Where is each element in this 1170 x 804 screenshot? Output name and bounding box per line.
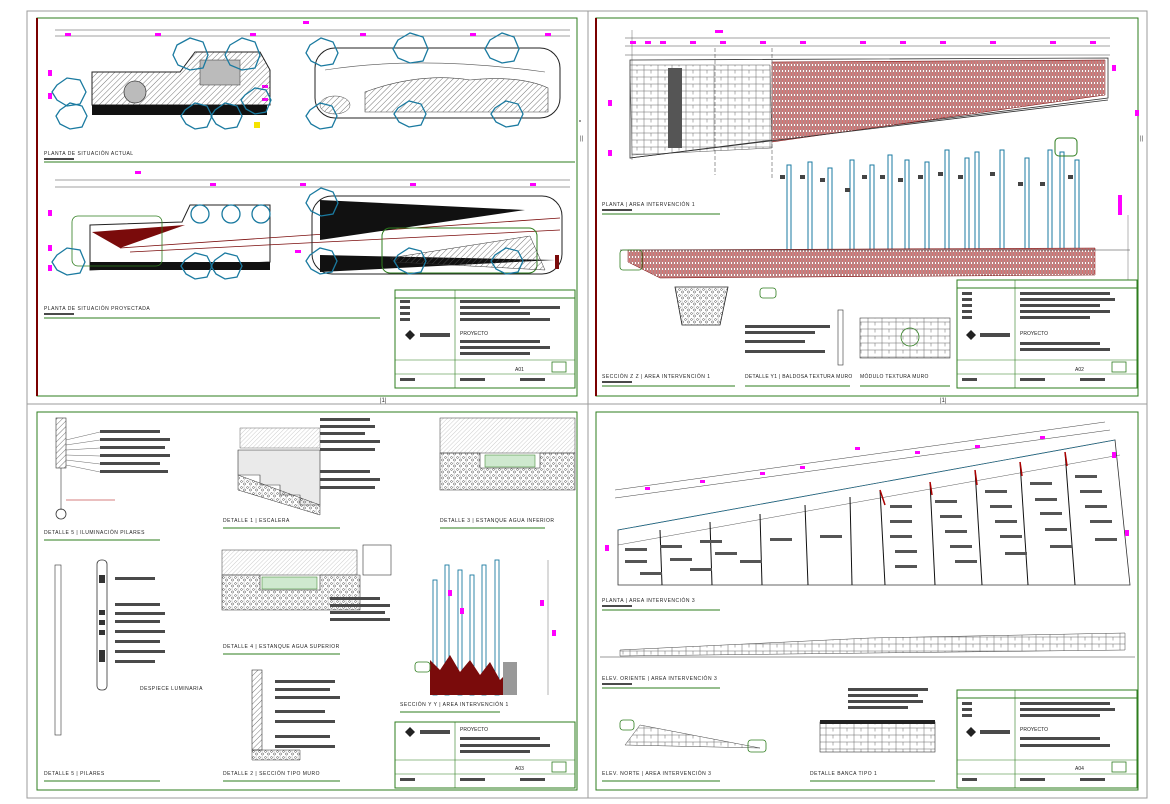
sheet-a03: DETALLE 5 | ILUMINACIÓN PILARES DETALLE … <box>44 417 576 789</box>
drawing-title: DETALLE 1 | ESCALERA <box>223 518 290 524</box>
sheet-number: A04 <box>1075 766 1084 772</box>
svg-text:||: || <box>580 136 584 142</box>
sheet-frames: |1| |1| || || <box>26 10 1148 799</box>
project-label: PROYECTO <box>460 727 488 733</box>
sheet-a04: PLANTA | AREA INTERVENCIÓN 3 ELEV. ORIEN… <box>600 421 1138 789</box>
drawing-title: DETALLE 5 | ILUMINACIÓN PILARES <box>44 529 145 536</box>
sheet-number: A02 <box>1075 367 1084 373</box>
drawing-title: DETALLE 4 | ESTANQUE AGUA SUPERIOR <box>223 644 340 650</box>
svg-text:|1|: |1| <box>940 398 947 404</box>
drawing-title: PLANTA DE SITUACIÓN ACTUAL <box>44 150 134 157</box>
title-block: PROYECTO A04 <box>956 689 1138 789</box>
title-block: PROYECTO A03 <box>394 721 576 789</box>
drawing-title: MÓDULO TEXTURA MURO <box>860 373 929 380</box>
drawing-title: DETALLE 3 | ESTANQUE AGUA INFERIOR <box>440 518 555 524</box>
drawing-title: DETALLE Y1 | BALDOSA TEXTURA MURO <box>745 374 853 380</box>
title-block: PROYECTO A02 <box>956 279 1138 389</box>
drawing-title: SECCIÓN Y Y | AREA INTERVENCIÓN 1 <box>400 701 509 708</box>
sheet-number: A03 <box>515 766 524 772</box>
drawing-title: SECCIÓN Z Z | AREA INTERVENCIÓN 1 <box>602 373 711 380</box>
project-label: PROYECTO <box>460 331 488 337</box>
sheet-number: A01 <box>515 367 524 373</box>
title-block: PROYECTO A01 <box>394 289 576 389</box>
project-label: PROYECTO <box>1020 331 1048 337</box>
project-label: PROYECTO <box>1020 727 1048 733</box>
drawing-title: DETALLE 2 | SECCIÓN TIPO MURO <box>223 770 320 777</box>
svg-text:||: || <box>1140 136 1144 142</box>
drawing-title: DETALLE 5 | PILARES <box>44 771 105 777</box>
drawing-title: PLANTA DE SITUACIÓN PROYECTADA <box>44 305 150 312</box>
drawing-title: PLANTA | AREA INTERVENCIÓN 1 <box>602 201 695 208</box>
drawing-title: ELEV. NORTE | AREA INTERVENCIÓN 3 <box>602 770 711 777</box>
drawing-title: ELEV. ORIENTE | AREA INTERVENCIÓN 3 <box>602 675 717 682</box>
drawing-title: PLANTA | AREA INTERVENCIÓN 3 <box>602 597 695 604</box>
sheet-a02: PLANTA | AREA INTERVENCIÓN 1 S <box>602 30 1139 389</box>
drawing-title: DESPIECE LUMINARIA <box>140 686 203 692</box>
drawing-title: DETALLE BANCA TIPO 1 <box>810 771 877 777</box>
svg-text:|1|: |1| <box>380 398 387 404</box>
sheet-a01: PLANTA DE SITUACIÓN ACTUAL <box>44 21 581 389</box>
